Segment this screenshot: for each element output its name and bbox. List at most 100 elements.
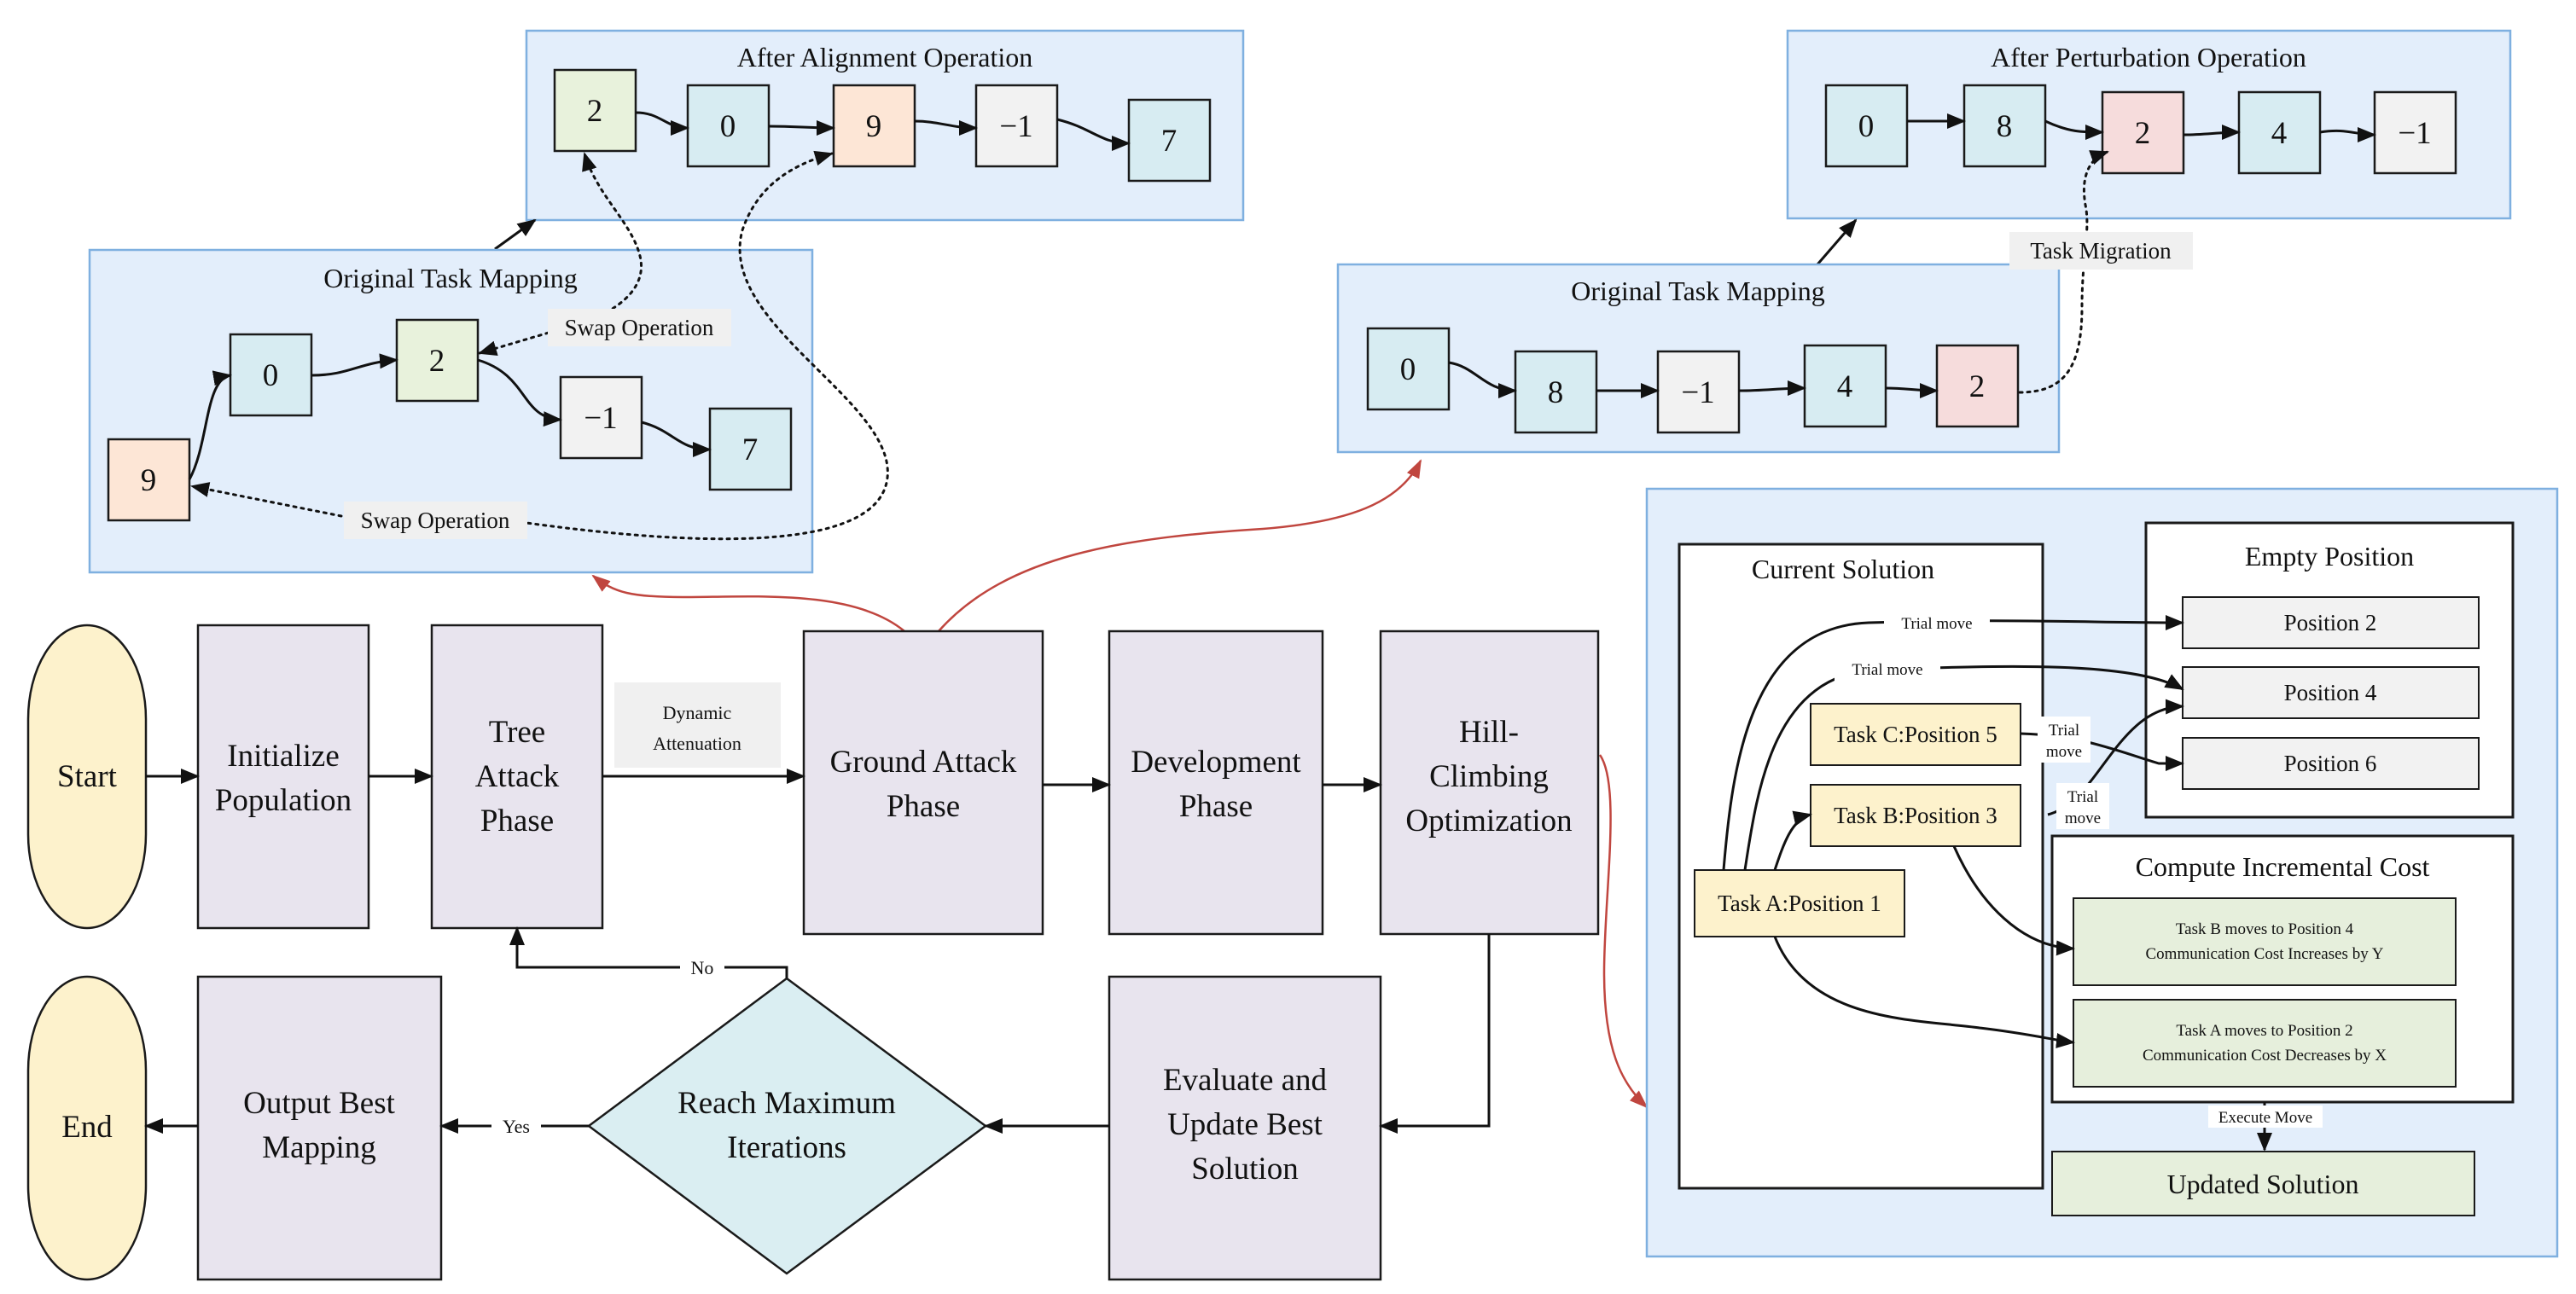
hill-line2: Climbing xyxy=(1429,759,1549,794)
output-line1: Output Best xyxy=(243,1086,396,1121)
hill-climbing-detail: Current Solution Empty Position Position… xyxy=(1645,487,2559,1258)
task-migration-label: Task Migration xyxy=(2030,238,2172,264)
task-a-to-cost-a xyxy=(1773,936,2075,1048)
after-edge-1 xyxy=(635,111,689,136)
after-node-7-label: 7 xyxy=(1161,124,1178,159)
yes-label-bg xyxy=(491,1112,541,1140)
pert-after-node-2 xyxy=(2101,90,2185,175)
end-label: End xyxy=(61,1110,113,1145)
pert-after-edge-4 xyxy=(2319,126,2376,142)
hill-climbing-box xyxy=(1379,630,1600,936)
cost-b-box xyxy=(2073,897,2457,986)
hill-line1: Hill- xyxy=(1459,715,1519,750)
dyn-line2: Attenuation xyxy=(653,733,741,754)
main-flow: Start Initialize Population Tree Attack … xyxy=(26,624,1600,1281)
start-label: Start xyxy=(57,759,118,794)
task-b-label: Task B:Position 3 xyxy=(1834,803,1997,828)
orig-node-2-label: 2 xyxy=(429,344,445,379)
after-node-neg1-label: −1 xyxy=(999,109,1032,144)
position-4-label: Position 4 xyxy=(2284,680,2377,705)
orig-node-0 xyxy=(229,333,313,417)
dev-line1: Development xyxy=(1131,745,1301,780)
task-migration-label-bg xyxy=(2009,232,2193,270)
pert-orig-edge-3 xyxy=(1738,380,1806,397)
alignment-section: After Alignment Operation 2 0 9 −1 7 Ori… xyxy=(88,29,1245,574)
pert-after-node-8 xyxy=(1963,84,2047,168)
after-node-9 xyxy=(832,84,916,168)
eval-line2: Update Best xyxy=(1167,1107,1323,1142)
pert-after-node-8-label: 8 xyxy=(1997,109,2013,144)
reach-maximum-decision xyxy=(586,977,988,1275)
after-perturbation-title: After Perturbation Operation xyxy=(1991,42,2306,73)
ground-attack-phase-box xyxy=(802,630,1044,936)
original-mapping-title-right: Original Task Mapping xyxy=(1571,276,1825,306)
trial-1-label: Trial move xyxy=(1901,615,1972,633)
pert-orig-edge-4 xyxy=(1885,382,1939,398)
execute-move-bg xyxy=(2208,1105,2323,1128)
orig-node-0-label: 0 xyxy=(263,358,279,393)
orig-node-7 xyxy=(708,407,793,491)
pert-after-edge-2 xyxy=(2044,119,2104,140)
swap-label-1: Swap Operation xyxy=(565,315,714,340)
orig-node-9 xyxy=(107,438,191,522)
after-node-9-label: 9 xyxy=(866,109,882,144)
orig-edge-4 xyxy=(641,421,712,457)
position-6-label: Position 6 xyxy=(2284,751,2377,776)
ground-line1: Ground Attack xyxy=(830,745,1017,780)
pert-orig-node-4-label: 4 xyxy=(1837,369,1853,404)
after-edge-4 xyxy=(1056,118,1131,151)
updated-solution-box xyxy=(2051,1151,2475,1216)
no-label: No xyxy=(691,957,714,978)
task-migration-dotted xyxy=(2018,150,2109,394)
after-alignment-title: After Alignment Operation xyxy=(737,42,1033,73)
task-a-label: Task A:Position 1 xyxy=(1718,891,1881,916)
pert-after-node-0 xyxy=(1824,84,1909,168)
tree-line3: Phase xyxy=(480,804,554,838)
compute-cost-title: Compute Incremental Cost xyxy=(2136,851,2430,882)
red-arrow-to-hill-detail xyxy=(1598,754,1649,1109)
after-node-0 xyxy=(686,84,770,168)
position-2-label: Position 2 xyxy=(2284,610,2377,635)
orig-node-9-label: 9 xyxy=(141,463,157,498)
swap-dotted-2b xyxy=(190,482,343,518)
red-arrow-to-alignment xyxy=(591,574,905,632)
output-line2: Mapping xyxy=(262,1130,376,1165)
after-node-neg1 xyxy=(974,84,1059,168)
reach-line2: Iterations xyxy=(727,1130,846,1165)
after-node-0-label: 0 xyxy=(720,109,736,144)
trial-3-bg xyxy=(2038,717,2090,763)
original-mapping-title-left: Original Task Mapping xyxy=(323,263,578,293)
trial-2-bg xyxy=(1835,657,1940,681)
swap-dotted-1 xyxy=(561,152,643,330)
pert-after-node-neg1-label: −1 xyxy=(2398,116,2431,151)
updated-solution-label: Updated Solution xyxy=(2167,1169,2359,1199)
execute-move-label: Execute Move xyxy=(2218,1109,2312,1127)
task-b-to-cost-b xyxy=(1952,845,2075,956)
yes-label: Yes xyxy=(503,1116,530,1137)
orig-node-neg1-label: −1 xyxy=(584,401,617,436)
perturbation-section: After Perturbation Operation 0 8 2 4 −1 … xyxy=(1336,29,2512,454)
dev-line2: Phase xyxy=(1179,789,1253,824)
initialize-population-box xyxy=(196,624,370,930)
pert-after-node-0-label: 0 xyxy=(1858,109,1875,144)
swap-label-2: Swap Operation xyxy=(361,508,510,533)
init-line2: Population xyxy=(215,783,352,818)
trial-move-a-to-pos2 xyxy=(1722,614,2184,871)
pert-orig-node-2 xyxy=(1935,344,2020,428)
pert-orig-edge-1 xyxy=(1448,361,1517,398)
development-phase-box xyxy=(1108,630,1324,936)
position-4-box xyxy=(2182,666,2480,719)
trial-4-bg xyxy=(2056,783,2109,829)
task-b-box xyxy=(1810,784,2021,847)
cost-a-line2: Communication Cost Decreases by X xyxy=(2143,1047,2387,1065)
cost-a-box xyxy=(2073,999,2457,1088)
pert-orig-node-neg1-label: −1 xyxy=(1681,375,1714,410)
swap-label-2-bg xyxy=(344,502,527,539)
pert-after-edge-3 xyxy=(2183,125,2241,141)
after-edge-2 xyxy=(768,119,835,136)
cost-b-line2: Communication Cost Increases by Y xyxy=(2146,945,2384,963)
trial-3b-label: move xyxy=(2046,743,2082,761)
trial-3a-label: Trial xyxy=(2049,722,2079,740)
swap-label-1-bg xyxy=(548,309,731,346)
